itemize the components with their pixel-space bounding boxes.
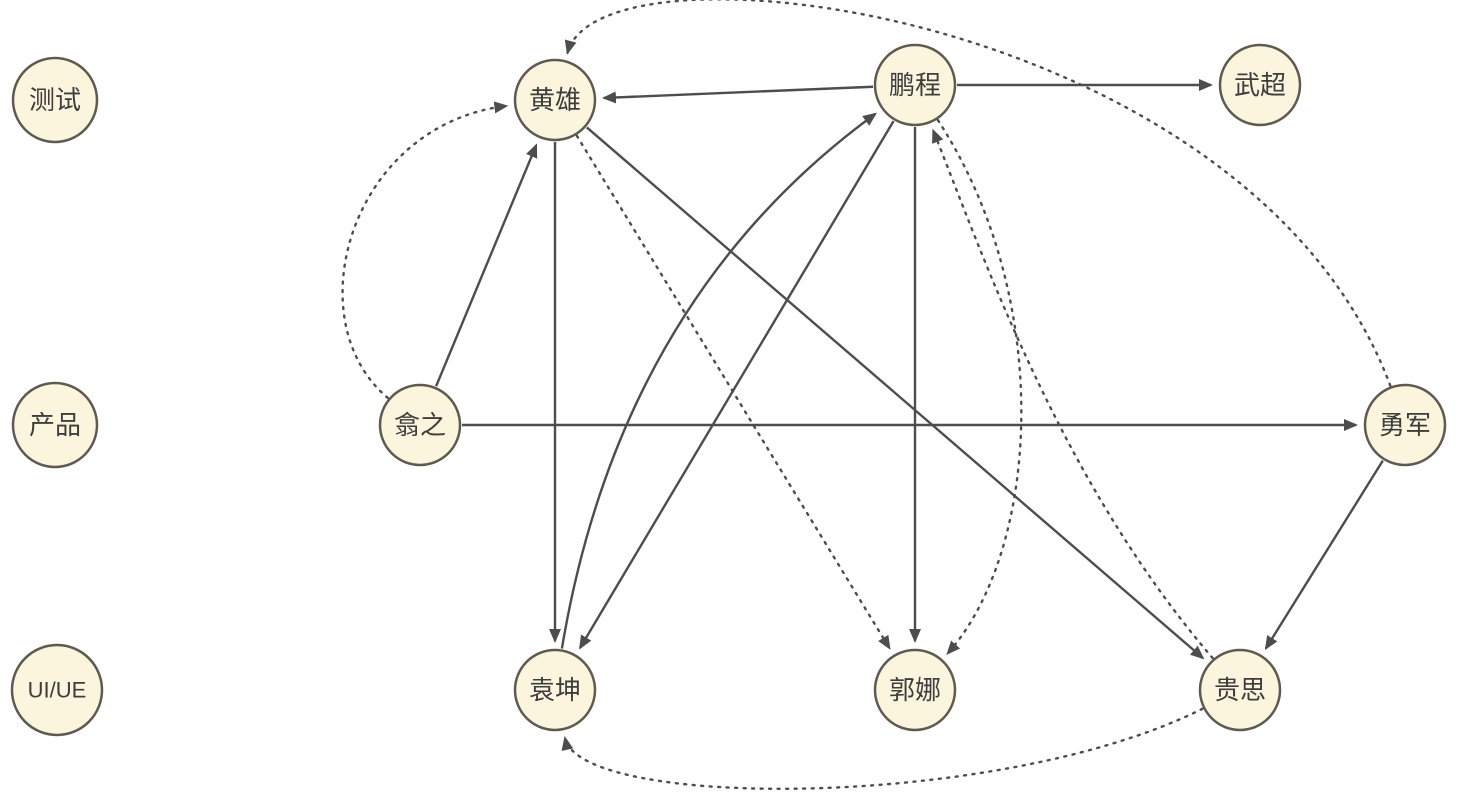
- edge-huangxiong-guona-dashed: [575, 134, 891, 650]
- edge-pengcheng-guona-dashed: [936, 118, 1023, 655]
- edge-pengcheng-yuankun-solid: [579, 120, 895, 650]
- node-guona[interactable]: 郭娜: [873, 648, 957, 732]
- edge-layer: [341, 0, 1392, 790]
- node-xizhi[interactable]: 翕之: [378, 383, 462, 467]
- edge-xizhi-huangxiong-solid: [435, 143, 538, 387]
- node-ceshi[interactable]: 测试: [11, 56, 99, 144]
- node-yongjun[interactable]: 勇军: [1363, 383, 1447, 467]
- edge-huangxiong-guisi-solid: [586, 126, 1205, 660]
- edge-yongjun-guisi-solid: [1264, 460, 1384, 651]
- node-pengcheng[interactable]: 鹏程: [873, 43, 957, 127]
- edge-guisi-pengcheng-dashed: [931, 128, 1214, 660]
- edge-xizhi-huangxiong-dashed: [341, 101, 509, 400]
- node-yuankun[interactable]: 袁坤: [513, 648, 597, 732]
- edge-yongjun-huangxiong-dashed: [564, 0, 1392, 387]
- node-huangxiong[interactable]: 黄雄: [513, 58, 597, 142]
- node-wuchao[interactable]: 武超: [1218, 43, 1302, 127]
- edge-yuankun-pengcheng-solid: [560, 112, 878, 649]
- node-chanpin[interactable]: 产品: [11, 381, 99, 469]
- edge-pengcheng-huangxiong-solid: [601, 85, 874, 104]
- node-guisi[interactable]: 贵思: [1198, 648, 1282, 732]
- node-uiue[interactable]: UI/UE: [10, 643, 104, 737]
- edge-guisi-yuankun-dashed: [561, 707, 1204, 790]
